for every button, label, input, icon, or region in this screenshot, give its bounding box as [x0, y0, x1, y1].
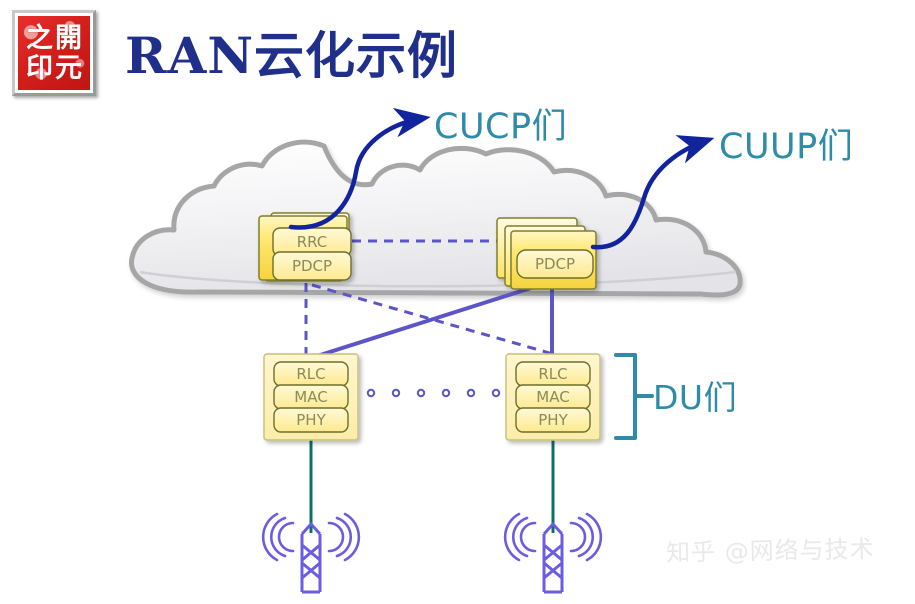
cu-cp-layer-pdcp-label: PDCP: [292, 257, 332, 275]
cu-up-layer-pdcp-label: PDCP: [535, 255, 575, 273]
cu-cp-layer-rrc-label: RRC: [297, 233, 328, 251]
control-plane-links: [304, 239, 561, 358]
ellipsis-dots: [366, 388, 501, 398]
seal-stamp-logo: 之 開 印 元: [12, 10, 96, 96]
node-du-right[interactable]: RLC MAC PHY: [505, 353, 601, 441]
du-left-layer-mac-label: MAC: [294, 388, 327, 406]
callout-label-cucp: CUCP们: [434, 107, 568, 147]
antenna-right: [503, 512, 603, 594]
du-right-layer-mac-label: MAC: [536, 388, 569, 406]
du-left-layer-rlc-label: RLC: [296, 365, 325, 383]
seal-char-4: 元: [55, 52, 82, 84]
du-left-layer-phy-label: PHY: [296, 411, 326, 429]
callout-label-du: DU们: [653, 378, 738, 417]
fronthaul-links: [309, 440, 555, 533]
user-plane-links: [313, 285, 554, 359]
zhihu-watermark: 知乎 @网络与技术: [665, 535, 875, 567]
link-cucp-to-du-right: [311, 283, 561, 358]
cu-cp-layer-pdcp-frame: [272, 251, 352, 281]
du-left-layer-phy-frame: [273, 407, 349, 433]
du-right-layer-phy-frame: [515, 407, 591, 433]
du-right-layer-rlc-label: RLC: [538, 365, 567, 383]
node-cu-cp[interactable]: RRC PDCP: [258, 212, 352, 282]
arrow-to-cuup-label: [590, 135, 715, 250]
node-cu-up[interactable]: PDCP: [496, 217, 597, 290]
seal-inner: 之 開 印 元: [18, 16, 90, 90]
seal-char-1: 之: [26, 22, 53, 54]
seal-character-grid: 之 開 印 元: [25, 23, 83, 83]
cu-up-layer-pdcp-frame: [516, 249, 594, 279]
seal-char-3: 印: [26, 52, 53, 84]
antenna-left: [261, 512, 361, 594]
link-cuup-to-du-left: [313, 285, 535, 359]
du-right-layer-phy-label: PHY: [538, 411, 568, 429]
cloud-shape: [129, 139, 743, 298]
page-title: RAN云化示例: [125, 26, 459, 85]
arrow-to-cucp-label: [288, 107, 431, 230]
callout-arrows: [288, 107, 715, 250]
seal-char-2: 開: [55, 22, 82, 54]
callout-label-cuup: CUUP们: [719, 127, 854, 167]
du-group-bracket: [614, 353, 654, 440]
node-du-left[interactable]: RLC MAC PHY: [263, 353, 359, 441]
